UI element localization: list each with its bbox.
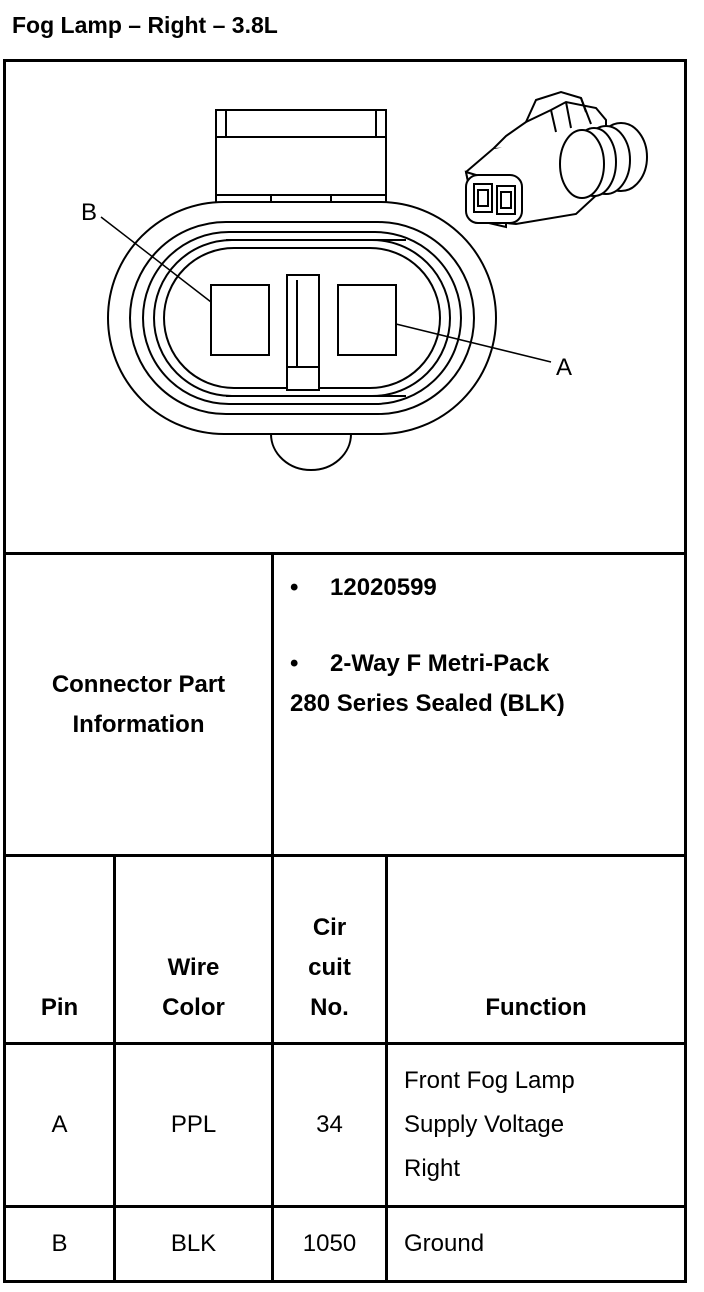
table-row: BLK bbox=[116, 1208, 271, 1280]
pin-a-label: A bbox=[556, 354, 572, 381]
header-function: Function bbox=[388, 857, 684, 1042]
row-circuit: 1050 bbox=[302, 1230, 357, 1257]
row-function-line3: Right bbox=[404, 1155, 461, 1182]
header-pin: Pin bbox=[6, 857, 113, 1042]
connector-info-label: Connector Part Information bbox=[6, 555, 271, 854]
divider-info-col bbox=[271, 552, 274, 1283]
divider-diagram bbox=[3, 552, 687, 555]
header-wire-color-line2: Color bbox=[162, 994, 225, 1021]
pin-a-leader bbox=[395, 323, 552, 363]
row-function-line1: Front Fog Lamp bbox=[404, 1067, 575, 1094]
divider-pin-col bbox=[113, 854, 116, 1283]
table-row: 34 bbox=[274, 1045, 385, 1205]
divider-row bbox=[3, 1205, 687, 1208]
header-circuit-line1: Cir bbox=[312, 914, 347, 941]
connector-info-label-line1: Connector Part bbox=[51, 670, 226, 698]
header-circuit-line2: cuit bbox=[308, 954, 351, 981]
divider-info bbox=[3, 854, 687, 857]
center-divider bbox=[286, 274, 320, 391]
header-circuit-line3: No. bbox=[310, 994, 349, 1021]
connector-description-line2: 280 Series Sealed (BLK) bbox=[290, 690, 565, 717]
pin-b-cavity bbox=[210, 284, 270, 356]
pin-b-leader bbox=[100, 216, 212, 303]
table-row: PPL bbox=[116, 1045, 271, 1205]
header-pin-text: Pin bbox=[40, 994, 79, 1021]
bottom-key-tab bbox=[270, 433, 352, 471]
table-row: B bbox=[6, 1208, 113, 1280]
table-row: Front Fog Lamp Supply Voltage Right bbox=[388, 1045, 684, 1205]
bullet-icon: • bbox=[290, 650, 299, 677]
header-circuit: Cir cuit No. bbox=[274, 857, 385, 1042]
connector-table-frame bbox=[3, 59, 687, 1283]
table-row: Ground bbox=[388, 1208, 684, 1280]
connector-diagram: B A bbox=[81, 90, 648, 471]
connector-info-list: • 12020599 • 2-Way F Metri-Pack 280 Series… bbox=[290, 568, 685, 724]
row-pin: B bbox=[51, 1230, 68, 1257]
connector-description-line1: 2-Way F Metri-Pack bbox=[330, 650, 550, 677]
pin-a-cavity bbox=[337, 284, 397, 356]
header-function-text: Function bbox=[485, 994, 587, 1021]
part-number-item: • 12020599 bbox=[290, 568, 685, 608]
header-wire-color-line1: Wire bbox=[167, 954, 220, 981]
row-circuit: 34 bbox=[316, 1111, 343, 1138]
connector-info-label-line2: Information bbox=[72, 710, 205, 738]
connector-perspective-icon bbox=[464, 90, 648, 229]
pin-b-label: B bbox=[81, 199, 97, 226]
bullet-icon: • bbox=[290, 574, 299, 601]
table-row: 1050 bbox=[274, 1208, 385, 1280]
row-pin: A bbox=[51, 1111, 68, 1138]
part-number: 12020599 bbox=[330, 574, 437, 601]
row-function-line1: Ground bbox=[404, 1230, 485, 1257]
page-title: Fog Lamp – Right – 3.8L bbox=[12, 12, 278, 38]
header-wire-color: Wire Color bbox=[116, 857, 271, 1042]
row-wire-color: BLK bbox=[170, 1230, 217, 1257]
divider-circuit-col bbox=[385, 854, 388, 1283]
row-function-line2: Supply Voltage bbox=[404, 1111, 565, 1138]
connector-description-item: • 2-Way F Metri-Pack bbox=[290, 644, 685, 684]
row-wire-color: PPL bbox=[170, 1111, 217, 1138]
table-row: A bbox=[6, 1045, 113, 1205]
divider-header bbox=[3, 1042, 687, 1045]
